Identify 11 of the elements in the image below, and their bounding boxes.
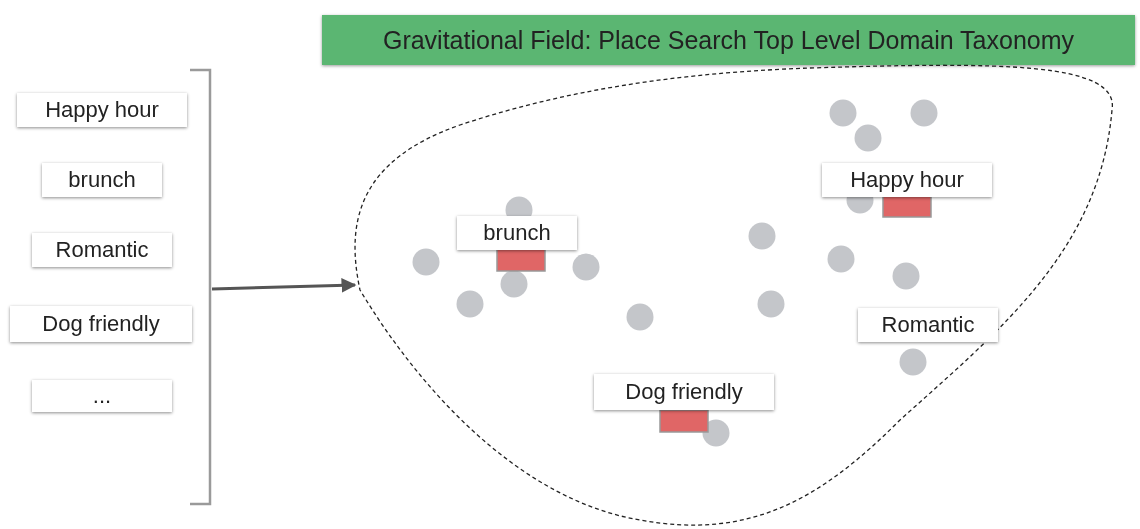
title-banner: Gravitational Field: Place Search Top Level Domain Taxonomy [322,15,1135,65]
tag-label: brunch [42,163,162,197]
tag-label: Romantic [858,308,998,342]
tag-label: Dog friendly [10,306,192,342]
tag-label: Happy hour [822,163,992,197]
tag-label: brunch [457,216,577,250]
tag-label: Romantic [32,233,172,267]
tag-label: ... [32,380,172,412]
tag-label: Happy hour [17,93,187,127]
tag-label: Dog friendly [594,374,774,410]
arrow [211,277,357,293]
